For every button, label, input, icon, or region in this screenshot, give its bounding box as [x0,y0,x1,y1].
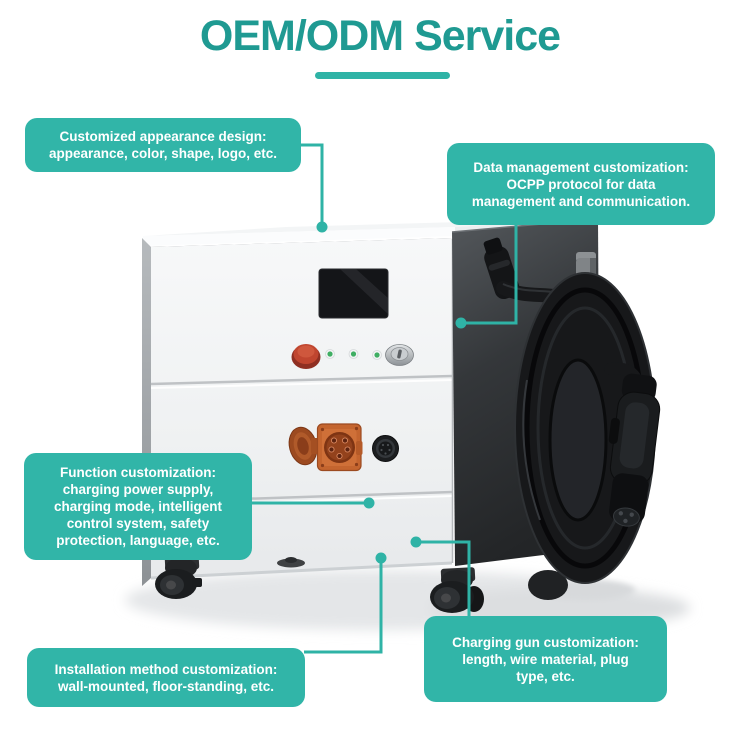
indicator-led-lights [325,349,382,360]
dot-data-management [455,317,467,329]
callout-text-line: management and communication. [471,193,691,209]
callout-connector-dots [316,221,467,564]
callout-text-line: charging mode, intelligent [53,499,222,514]
callout-text-line: Installation method customization: [54,661,278,677]
callout-text-line: appearance, color, shape, logo, etc. [48,146,278,161]
callout-text-line: Data management customization: [473,159,689,175]
title-underline-bar [315,72,450,79]
callout-appearance-design: Customized appearance design: appearance… [25,118,301,172]
display-screen [318,268,389,319]
connector-charging-gun [418,540,471,617]
callout-function-customization: Function customization: charging power s… [24,453,252,560]
callout-text-line: protection, language, etc. [56,533,220,548]
callout-text-line: wall-mounted, floor-standing, etc. [58,678,274,694]
front-right-caster-wheel [430,567,484,613]
callout-data-management: Data management customization: OCPP prot… [447,143,715,225]
callout-text-line: Customized appearance design: [59,129,267,144]
dot-installation [375,552,387,564]
ac-charging-socket [288,423,363,472]
dot-function [363,497,375,509]
dot-charging-gun [410,536,422,548]
callout-text-line: type, etc. [516,668,575,684]
connector-data-management [462,224,518,325]
connector-appearance [301,143,324,227]
callout-connector-lines [251,143,518,654]
connector-installation [304,559,383,654]
dot-appearance [316,221,328,233]
callout-text-line: OCPP protocol for data [506,176,656,192]
key-switch [385,344,414,366]
rear-caster-wheels [277,557,568,600]
callout-text-line: charging power supply, [62,482,214,497]
callout-charging-gun: Charging gun customization: length, wire… [424,616,667,702]
callout-installation-method: Installation method customization: wall-… [27,648,305,707]
callout-text-line: Function customization: [60,465,216,480]
emergency-stop-button [291,344,321,369]
callout-text-line: Charging gun customization: [452,634,639,650]
page-title: OEM/ODM Service [199,12,561,60]
charging-gun [604,362,661,527]
callout-text-line: length, wire material, plug [462,651,629,667]
callout-text-line: control system, safety [66,516,210,531]
aux-round-connector [372,435,399,462]
